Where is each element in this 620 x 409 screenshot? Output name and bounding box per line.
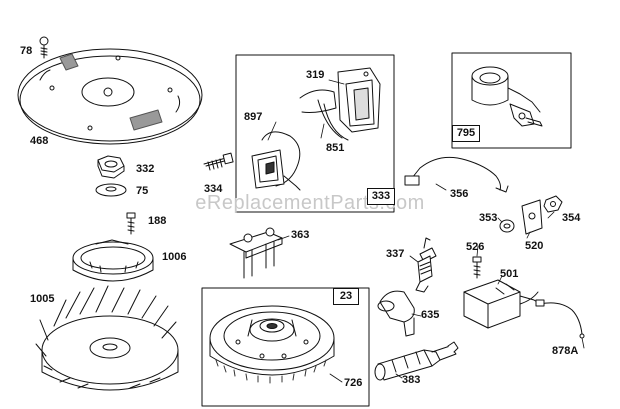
part-label-851[interactable]: 851: [326, 142, 345, 154]
box-label-333[interactable]: 333: [367, 188, 395, 205]
screw-78-drawing: [39, 36, 49, 59]
part-label-332[interactable]: 332: [136, 163, 155, 175]
part-label-363[interactable]: 363: [291, 229, 310, 241]
part-label-520[interactable]: 520: [525, 240, 544, 252]
armature-897-drawing: [251, 131, 301, 191]
part-label-356[interactable]: 356: [450, 188, 469, 200]
spark-plug-337-drawing: [415, 237, 437, 293]
part-label-878A[interactable]: 878A: [552, 345, 579, 357]
box-label-795[interactable]: 795: [452, 125, 480, 142]
part-label-78[interactable]: 78: [20, 45, 33, 57]
nut-332-drawing: [97, 155, 125, 179]
part-label-897[interactable]: 897: [244, 111, 263, 123]
screw-334-drawing: [203, 152, 234, 171]
tool-383-drawing: [374, 341, 459, 381]
part-label-354[interactable]: 354: [562, 212, 581, 224]
part-label-526[interactable]: 526: [466, 241, 485, 253]
nut-354-drawing: [543, 195, 563, 213]
part-label-334[interactable]: 334: [204, 183, 223, 195]
washer-75-drawing: [95, 183, 127, 197]
flywheel-726-drawing: [209, 305, 335, 384]
part-label-75[interactable]: 75: [136, 185, 149, 197]
backplate-468-drawing: [17, 48, 203, 145]
fan-1005-drawing: [35, 285, 179, 391]
wire-878A-drawing: [535, 299, 585, 339]
part-label-1006[interactable]: 1006: [162, 251, 187, 263]
part-label-337[interactable]: 337: [386, 248, 405, 260]
wire-356-drawing: [404, 156, 509, 193]
boot-635-drawing: [377, 290, 415, 337]
part-label-726[interactable]: 726: [344, 377, 363, 389]
part-label-468[interactable]: 468: [30, 135, 49, 147]
bracket-520-drawing: [521, 199, 543, 235]
screw-188-drawing: [126, 212, 136, 235]
part-label-635[interactable]: 635: [421, 309, 440, 321]
screen-1006-drawing: [72, 239, 154, 282]
part-label-1005[interactable]: 1005: [30, 293, 55, 305]
module-501-drawing: [463, 279, 541, 329]
magneto-319-drawing: [299, 67, 381, 141]
part-label-353[interactable]: 353: [479, 212, 498, 224]
box-label-23[interactable]: 23: [333, 288, 359, 305]
part-label-319[interactable]: 319: [306, 69, 325, 81]
screw-526-drawing: [472, 256, 482, 279]
key-switch-795-drawing: [471, 66, 543, 127]
bracket-363-drawing: [229, 227, 283, 279]
washer-353-drawing: [499, 219, 515, 233]
part-label-383[interactable]: 383: [402, 374, 421, 386]
part-label-188[interactable]: 188: [148, 215, 167, 227]
part-label-501[interactable]: 501: [500, 268, 519, 280]
